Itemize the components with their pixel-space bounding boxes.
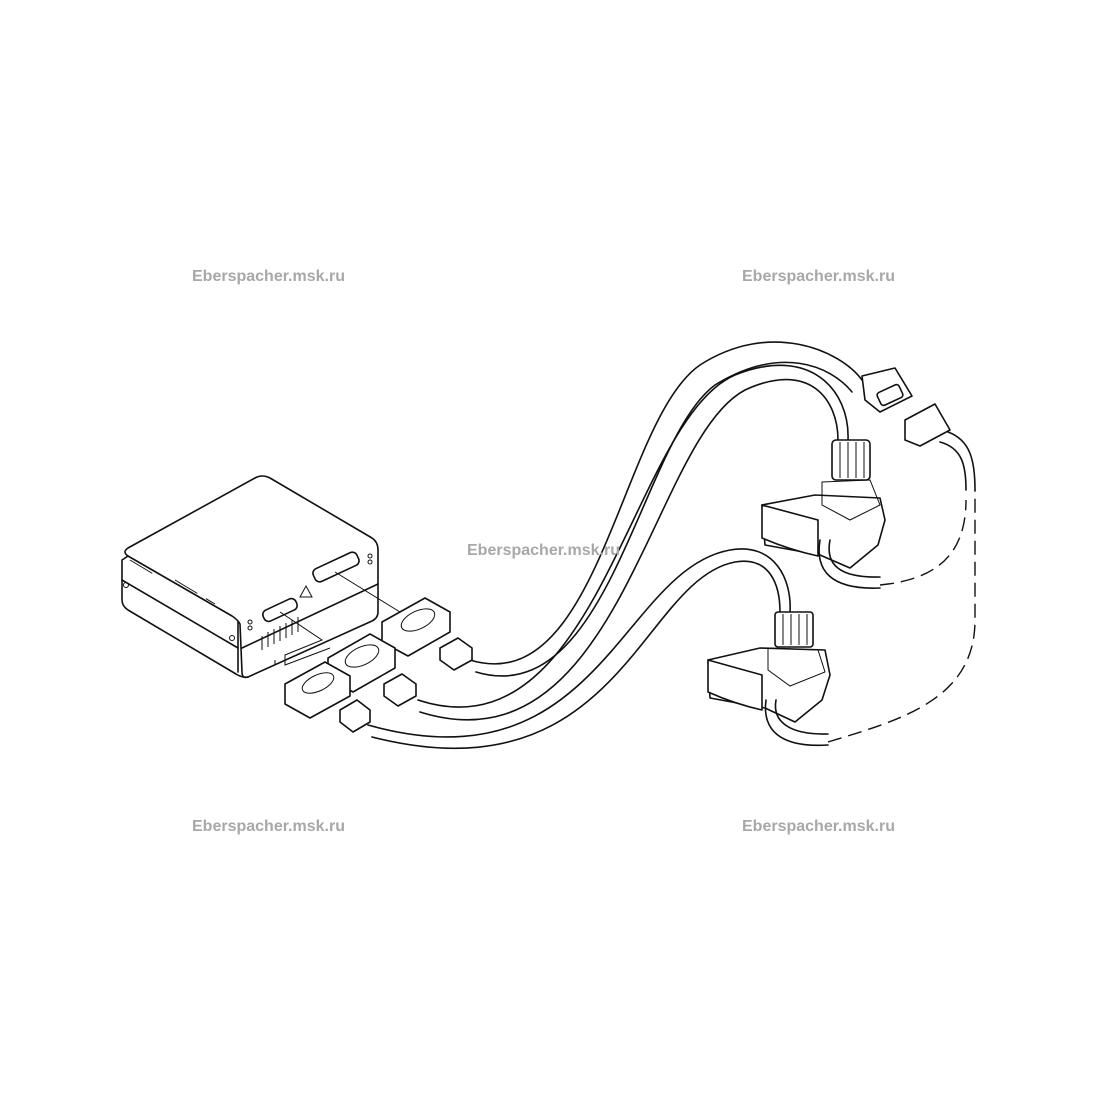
watermark-text: Eberspacher.msk.ru <box>192 268 345 285</box>
control-unit-2 <box>707 611 831 747</box>
cable-2 <box>417 364 849 721</box>
connector-pair <box>861 367 976 491</box>
plug-3 <box>284 661 371 733</box>
cable-3 <box>367 548 791 750</box>
watermark-text: Eberspacher.msk.ru <box>467 542 620 559</box>
diagnostic-unit <box>121 475 379 679</box>
control-unit-1 <box>761 439 886 589</box>
watermark-text: Eberspacher.msk.ru <box>742 818 895 835</box>
watermark-text: Eberspacher.msk.ru <box>192 818 345 835</box>
watermark-text: Eberspacher.msk.ru <box>742 268 895 285</box>
plug-1 <box>381 597 473 671</box>
